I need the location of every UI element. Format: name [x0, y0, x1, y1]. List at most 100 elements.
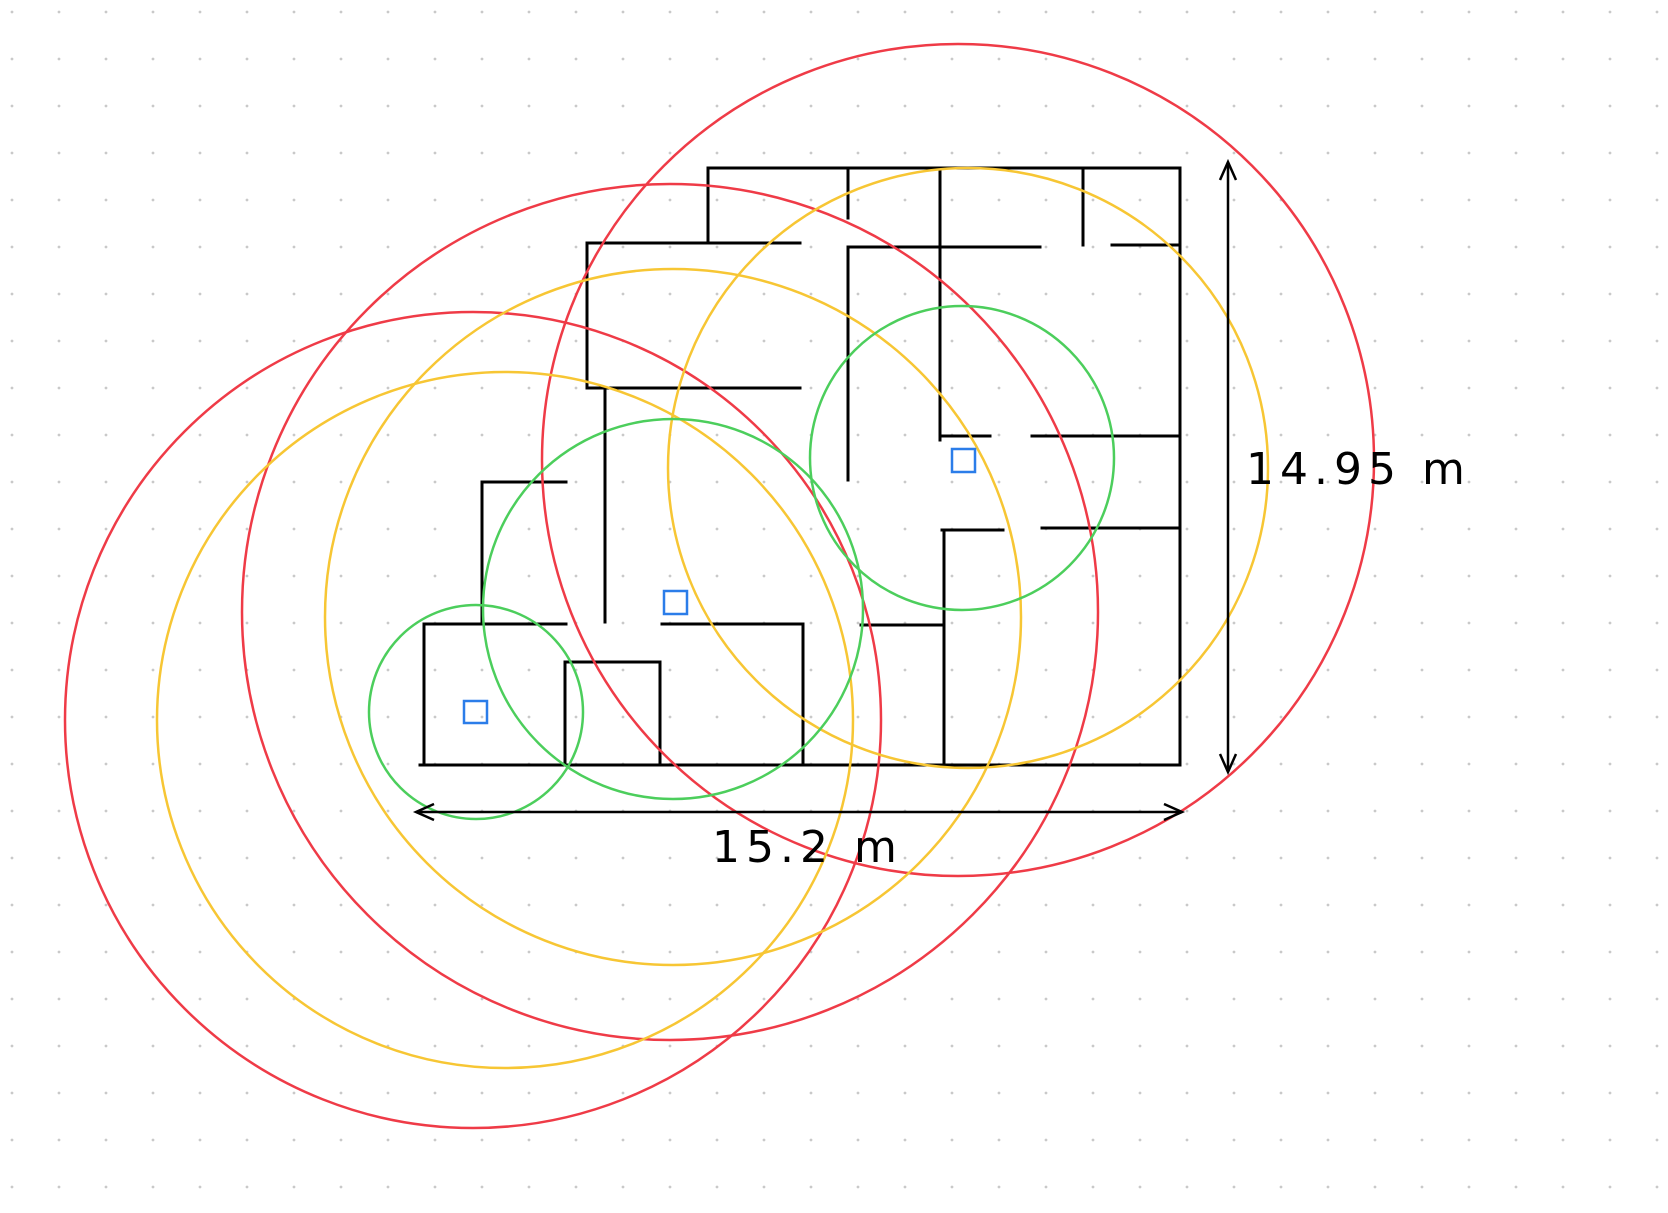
grid-dot — [950, 1044, 954, 1048]
grid-dot — [527, 198, 531, 202]
grid-dot — [1561, 10, 1565, 14]
grid-dot — [339, 198, 343, 202]
grid-dot — [856, 1091, 860, 1095]
grid-dot — [762, 10, 766, 14]
grid-dot — [104, 433, 108, 437]
grid-dot — [245, 903, 249, 907]
grid-dot — [104, 198, 108, 202]
grid-dot — [104, 292, 108, 296]
grid-dot — [856, 903, 860, 907]
grid-dot — [386, 480, 390, 484]
grid-dot — [1514, 903, 1518, 907]
grid-dot — [1091, 339, 1095, 343]
grid-dot — [386, 57, 390, 61]
grid-dot — [57, 339, 61, 343]
grid-dot — [621, 1185, 625, 1189]
grid-dot — [1326, 10, 1330, 14]
grid-dot — [527, 856, 531, 860]
grid-dot — [57, 104, 61, 108]
grid-dot — [1561, 386, 1565, 390]
grid-dot — [433, 386, 437, 390]
grid-dot — [621, 480, 625, 484]
grid-dot — [762, 997, 766, 1001]
grid-dot — [1514, 527, 1518, 531]
grid-dot — [1326, 621, 1330, 625]
grid-dot — [950, 856, 954, 860]
grid-dot — [1138, 574, 1142, 578]
grid-dot — [292, 57, 296, 61]
grid-dot — [1373, 1138, 1377, 1142]
grid-dot — [574, 245, 578, 249]
grid-dot — [386, 245, 390, 249]
grid-dot — [668, 668, 672, 672]
grid-dot — [903, 433, 907, 437]
height-dimension-label: 14.95 m — [1246, 444, 1471, 495]
grid-dot — [433, 574, 437, 578]
grid-dot — [1185, 574, 1189, 578]
grid-dot — [903, 574, 907, 578]
grid-dot — [1608, 574, 1612, 578]
grid-dot — [527, 1091, 531, 1095]
grid-dot — [57, 856, 61, 860]
grid-dot — [715, 715, 719, 719]
grid-dot — [1279, 762, 1283, 766]
grid-dot — [104, 621, 108, 625]
grid-dot — [10, 856, 14, 860]
grid-dot — [1655, 621, 1659, 625]
arrowhead-left-icon — [412, 802, 435, 822]
grid-dot — [151, 198, 155, 202]
grid-dot — [715, 480, 719, 484]
grid-dot — [151, 903, 155, 907]
grid-dot — [621, 104, 625, 108]
grid-dot — [1561, 151, 1565, 155]
grid-dot — [1185, 1185, 1189, 1189]
grid-dot — [903, 1185, 907, 1189]
grid-dot — [1326, 386, 1330, 390]
grid-dot — [1185, 151, 1189, 155]
grid-dot — [57, 292, 61, 296]
grid-dot — [1185, 809, 1189, 813]
grid-dot — [1373, 386, 1377, 390]
grid-dot — [104, 480, 108, 484]
grid-dot — [198, 527, 202, 531]
grid-dot — [339, 997, 343, 1001]
grid-dot — [151, 57, 155, 61]
grid-dot — [527, 151, 531, 155]
grid-dot — [903, 1138, 907, 1142]
grid-dot — [1044, 339, 1048, 343]
grid-dot — [198, 57, 202, 61]
grid-dot — [1467, 997, 1471, 1001]
grid-dot — [1467, 809, 1471, 813]
grid-dot — [57, 715, 61, 719]
grid-dot — [715, 339, 719, 343]
grid-dot — [1514, 1091, 1518, 1095]
grid-dot — [57, 903, 61, 907]
grid-dot — [1608, 950, 1612, 954]
grid-dot — [151, 715, 155, 719]
grid-dot — [292, 386, 296, 390]
grid-dot — [1373, 1091, 1377, 1095]
grid-dot — [480, 950, 484, 954]
grid-dot — [1655, 668, 1659, 672]
grid-dot — [950, 198, 954, 202]
grid-dot — [1608, 621, 1612, 625]
grid-dot — [1373, 621, 1377, 625]
grid-dot — [1561, 762, 1565, 766]
grid-dot — [527, 1138, 531, 1142]
grid-dot — [151, 104, 155, 108]
grid-dot — [762, 339, 766, 343]
grid-dot — [1655, 386, 1659, 390]
grid-dot — [1608, 856, 1612, 860]
grid-dot — [903, 198, 907, 202]
grid-dot — [950, 1185, 954, 1189]
grid-dot — [1514, 339, 1518, 343]
grid-dot — [715, 1138, 719, 1142]
grid-dot — [1138, 621, 1142, 625]
grid-dot — [715, 104, 719, 108]
grid-dot — [1561, 903, 1565, 907]
grid-dot — [1091, 715, 1095, 719]
grid-dot — [57, 574, 61, 578]
grid-dot — [198, 245, 202, 249]
grid-dot — [480, 1091, 484, 1095]
grid-dot — [339, 151, 343, 155]
